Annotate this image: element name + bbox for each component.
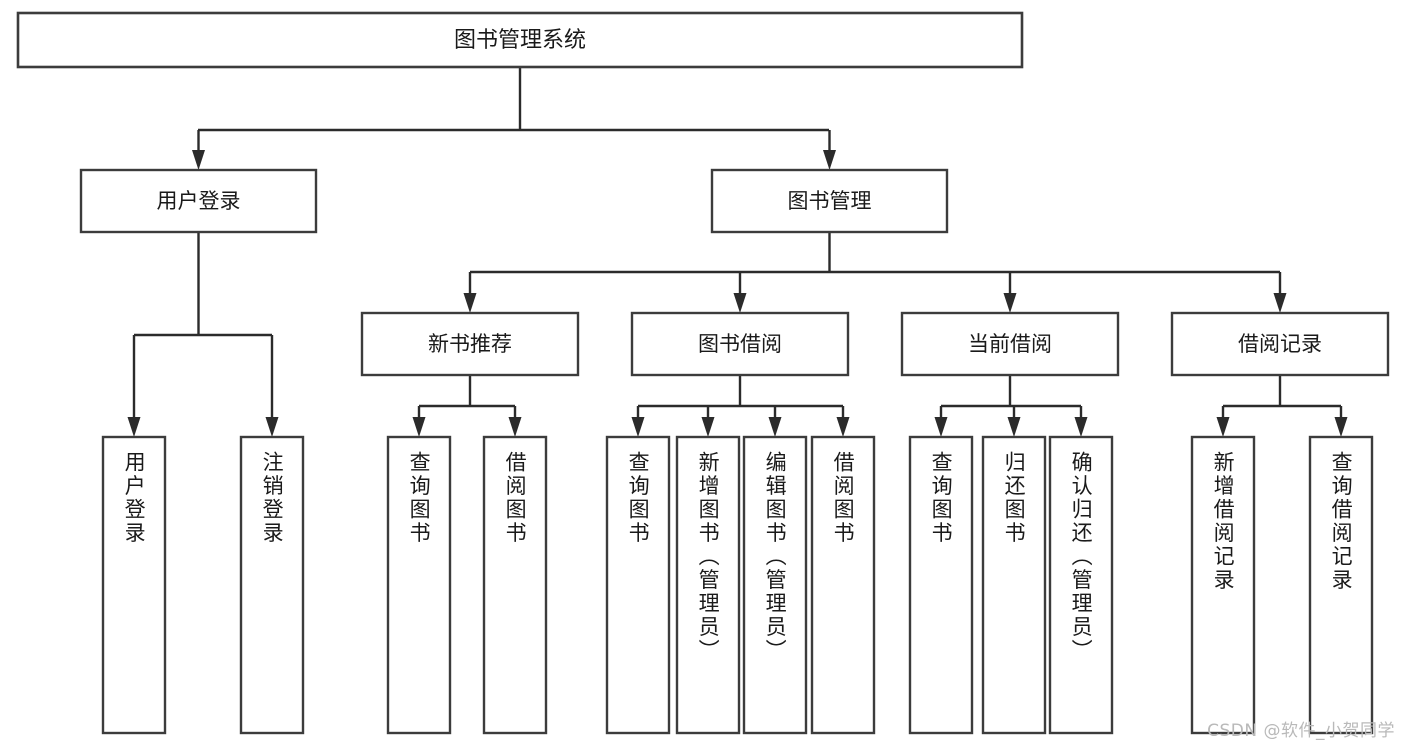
- node-leaf-add-book[interactable]: [675, 435, 741, 735]
- edge-current-borrow-to-leaf-return-book-arrowhead-icon: [1007, 417, 1021, 437]
- edge-book-manage-to-book-borrow-arrowhead-icon: [733, 293, 747, 313]
- edge-book-manage-to-new-book-recommend-arrowhead-icon: [463, 293, 477, 313]
- node-leaf-confirm-return-rect[interactable]: [1048, 435, 1114, 735]
- node-user-login-rect[interactable]: [79, 168, 318, 234]
- edge-root-to-user-login-arrowhead-icon: [192, 150, 205, 170]
- node-leaf-user-logout[interactable]: [239, 435, 305, 735]
- node-leaf-borrow-book-rec-rect[interactable]: [482, 435, 548, 735]
- node-book-manage[interactable]: 图书管理: [710, 168, 949, 234]
- node-leaf-query-book-rec-rect[interactable]: [386, 435, 452, 735]
- node-leaf-add-borrow-record-rect[interactable]: [1190, 435, 1256, 735]
- edge-book-borrow-to-leaf-borrow-book-arrowhead-icon: [836, 417, 850, 437]
- node-borrow-record-label: 借阅记录: [1238, 332, 1322, 356]
- node-current-borrow-label: 当前借阅: [968, 332, 1052, 356]
- node-current-borrow-rect[interactable]: [900, 311, 1120, 377]
- node-leaf-query-book-current[interactable]: [908, 435, 974, 735]
- node-root-rect[interactable]: [16, 11, 1024, 69]
- edge-borrow-record-to-leaf-add-borrow-record-arrowhead-icon: [1216, 417, 1230, 437]
- node-leaf-borrow-book-rec[interactable]: [482, 435, 548, 735]
- watermark-text: CSDN @软件_小贺同学: [1207, 721, 1395, 741]
- node-leaf-user-login-rect[interactable]: [101, 435, 167, 735]
- node-root[interactable]: 图书管理系统: [16, 11, 1024, 69]
- node-book-borrow[interactable]: 图书借阅: [630, 311, 850, 377]
- edge-book-manage-to-current-borrow-arrowhead-icon: [1003, 293, 1017, 313]
- node-leaf-return-book[interactable]: [981, 435, 1047, 735]
- node-leaf-add-borrow-record[interactable]: [1190, 435, 1256, 735]
- node-leaf-edit-book-rect[interactable]: [742, 435, 808, 735]
- node-new-book-recommend-rect[interactable]: [360, 311, 580, 377]
- node-borrow-record[interactable]: 借阅记录: [1170, 311, 1390, 377]
- edge-root-to-book-manage-arrowhead-icon: [823, 150, 836, 170]
- node-leaf-confirm-return[interactable]: [1048, 435, 1114, 735]
- edge-book-borrow-to-leaf-query-book-borrow-arrowhead-icon: [631, 417, 645, 437]
- node-leaf-query-book-current-rect[interactable]: [908, 435, 974, 735]
- connectors-layer: [127, 67, 1348, 437]
- edge-current-borrow-to-leaf-query-book-current-arrowhead-icon: [934, 417, 948, 437]
- node-leaf-add-book-rect[interactable]: [675, 435, 741, 735]
- node-book-manage-label: 图书管理: [788, 189, 872, 213]
- node-leaf-query-borrow-record[interactable]: [1308, 435, 1374, 735]
- edge-user-login-to-leaf-user-logout-arrowhead-icon: [265, 417, 279, 437]
- node-leaf-query-book-borrow[interactable]: [605, 435, 671, 735]
- node-borrow-record-rect[interactable]: [1170, 311, 1390, 377]
- node-leaf-borrow-book[interactable]: [810, 435, 876, 735]
- edge-book-borrow-to-leaf-add-book-arrowhead-icon: [701, 417, 715, 437]
- edge-new-book-recommend-to-leaf-borrow-book-rec-arrowhead-icon: [508, 417, 522, 437]
- edge-current-borrow-to-leaf-confirm-return-arrowhead-icon: [1074, 417, 1088, 437]
- edge-borrow-record-to-leaf-query-borrow-record-arrowhead-icon: [1334, 417, 1348, 437]
- node-root-label: 图书管理系统: [454, 28, 586, 53]
- node-book-borrow-label: 图书借阅: [698, 332, 782, 356]
- edge-book-manage-to-borrow-record-arrowhead-icon: [1273, 293, 1287, 313]
- node-book-borrow-rect[interactable]: [630, 311, 850, 377]
- node-leaf-query-book-rec[interactable]: [386, 435, 452, 735]
- edge-new-book-recommend-to-leaf-query-book-rec-arrowhead-icon: [412, 417, 426, 437]
- node-user-login-label: 用户登录: [157, 189, 241, 213]
- node-leaf-edit-book[interactable]: [742, 435, 808, 735]
- node-user-login[interactable]: 用户登录: [79, 168, 318, 234]
- node-new-book-recommend-label: 新书推荐: [428, 332, 512, 356]
- node-new-book-recommend[interactable]: 新书推荐: [360, 311, 580, 377]
- node-leaf-query-book-borrow-rect[interactable]: [605, 435, 671, 735]
- edge-user-login-to-leaf-user-login-arrowhead-icon: [127, 417, 141, 437]
- node-leaf-user-logout-rect[interactable]: [239, 435, 305, 735]
- edge-book-borrow-to-leaf-edit-book-arrowhead-icon: [768, 417, 782, 437]
- node-leaf-query-borrow-record-rect[interactable]: [1308, 435, 1374, 735]
- node-book-manage-rect[interactable]: [710, 168, 949, 234]
- node-current-borrow[interactable]: 当前借阅: [900, 311, 1120, 377]
- node-leaf-borrow-book-rect[interactable]: [810, 435, 876, 735]
- node-leaf-user-login[interactable]: [101, 435, 167, 735]
- node-leaf-return-book-rect[interactable]: [981, 435, 1047, 735]
